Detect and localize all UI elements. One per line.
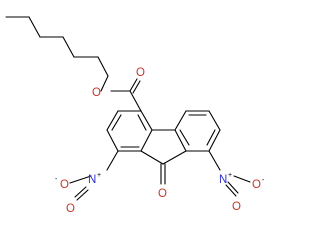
right-nitro-oxygen-down: O — [232, 201, 241, 213]
hexyl-chain — [5, 16, 109, 77]
left-nitro-bonds — [69, 150, 119, 201]
chemical-structure: O O O O - N + O N + O O - — [5, 16, 265, 215]
left-nitro-nitrogen: N — [88, 174, 96, 186]
right-nitro-bonds — [208, 150, 251, 197]
right-nitro-oxygen-charge: - — [262, 177, 265, 184]
left-nitro-oxygen-charge: - — [55, 176, 58, 183]
left-ring — [106, 110, 153, 152]
right-nitro-nitrogen-charge: + — [228, 172, 232, 179]
ketone-oxygen: O — [158, 188, 167, 200]
ester-oxygen-single: O — [92, 87, 101, 99]
ketone-bond — [160, 163, 166, 185]
left-nitro-oxygen-down: O — [66, 203, 75, 215]
left-nitro-oxygen-up: O — [60, 179, 69, 191]
right-nitro-oxygen-right: O — [252, 179, 261, 191]
right-nitro-nitrogen: N — [219, 174, 227, 186]
ester-bonds — [100, 75, 142, 112]
right-ring — [174, 110, 221, 152]
five-ring — [140, 129, 187, 165]
ester-oxygen-double: O — [136, 67, 145, 79]
left-nitro-nitrogen-charge: + — [97, 172, 101, 179]
